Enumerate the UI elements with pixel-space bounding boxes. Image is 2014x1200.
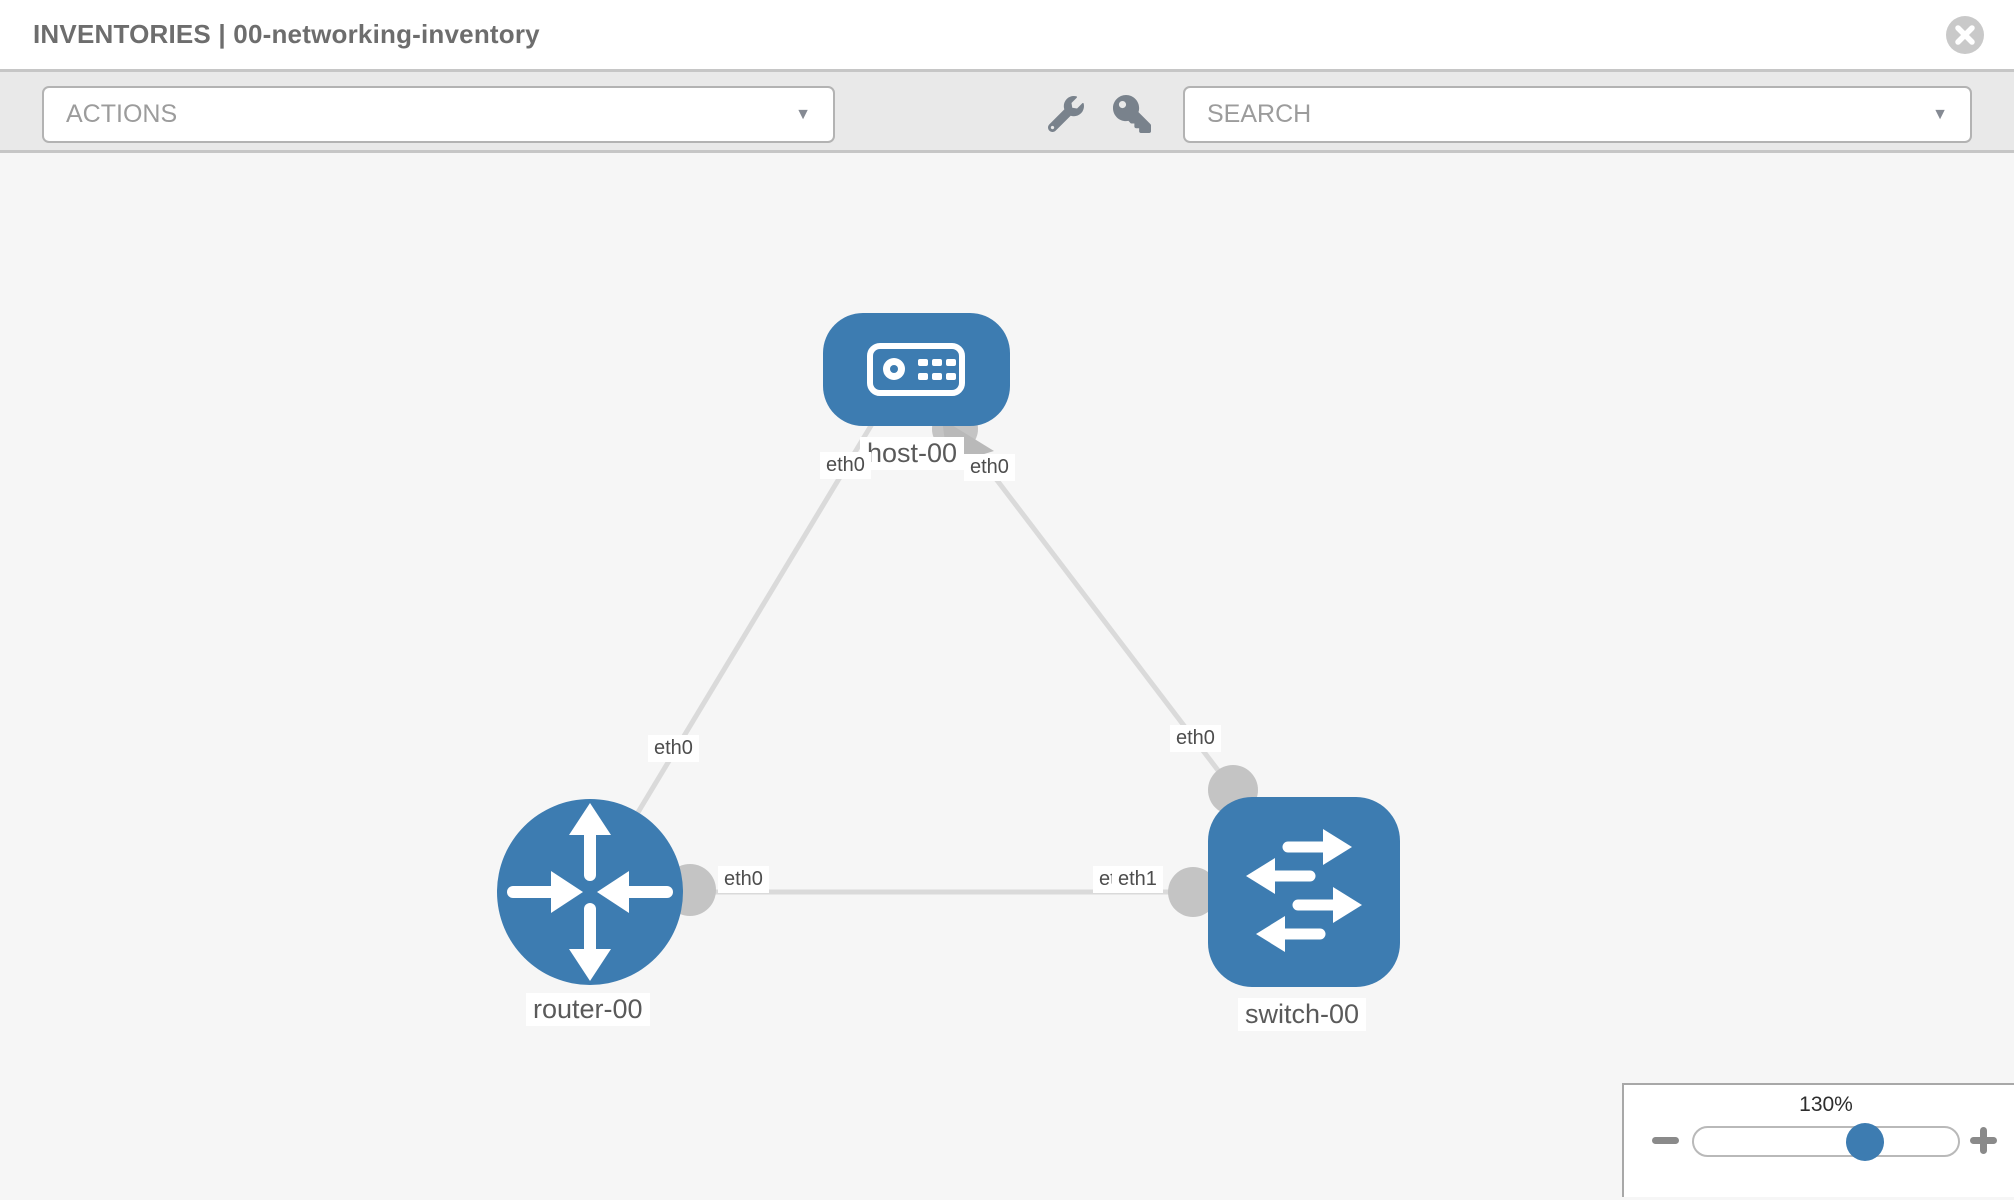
header-bar: INVENTORIES | 00-networking-inventory [0, 0, 2014, 72]
host-icon [867, 343, 965, 396]
credentials-button[interactable] [1112, 94, 1152, 134]
zoom-in-button[interactable] [1970, 1127, 1997, 1154]
actions-dropdown[interactable]: ACTIONS ▼ [42, 86, 835, 143]
node-switch-00[interactable] [1208, 797, 1400, 987]
page-title: INVENTORIES | 00-networking-inventory [33, 19, 540, 49]
zoom-slider-track[interactable] [1692, 1126, 1960, 1157]
router-icon [507, 803, 673, 981]
close-icon [1955, 25, 1975, 45]
topology-canvas[interactable]: host-00 eth0 eth0 eth0 eth0 eth0 eth0 et… [0, 153, 2014, 1197]
search-placeholder: SEARCH [1207, 100, 1312, 128]
node-host-00[interactable] [823, 313, 1010, 426]
node-label-switch: switch-00 [1238, 998, 1367, 1031]
interface-label: eth1 [1112, 866, 1163, 893]
interface-label: eth0 [648, 735, 699, 762]
search-dropdown[interactable]: SEARCH ▼ [1183, 86, 1972, 143]
switch-icon [1246, 829, 1362, 952]
key-icon [1113, 95, 1151, 133]
node-label-router: router-00 [526, 993, 650, 1026]
interface-label: eth0 [820, 452, 871, 479]
zoom-level-value: 130% [1799, 1093, 1853, 1116]
zoom-slider-thumb[interactable] [1846, 1123, 1884, 1161]
interface-label: eth0 [964, 454, 1015, 481]
interface-connectors [664, 406, 1258, 917]
toolbar: ACTIONS ▼ SEARCH ▼ [0, 72, 2014, 153]
wrench-icon [1048, 96, 1084, 132]
interface-label: eth0 [1170, 725, 1221, 752]
actions-dropdown-label: ACTIONS [66, 100, 178, 128]
zoom-panel: 130% [1622, 1083, 2014, 1197]
topology-graph [497, 313, 1400, 987]
configure-button[interactable] [1046, 94, 1086, 134]
connector-switch-left [1168, 867, 1218, 917]
node-router-00[interactable] [497, 799, 683, 985]
close-button[interactable] [1946, 16, 1984, 54]
chevron-down-icon: ▼ [795, 105, 811, 123]
interface-label: eth0 [718, 866, 769, 893]
zoom-out-button[interactable] [1652, 1137, 1679, 1144]
topology-edges [587, 417, 1235, 895]
chevron-down-icon: ▼ [1932, 105, 1948, 123]
node-label-host: host-00 [860, 437, 965, 470]
